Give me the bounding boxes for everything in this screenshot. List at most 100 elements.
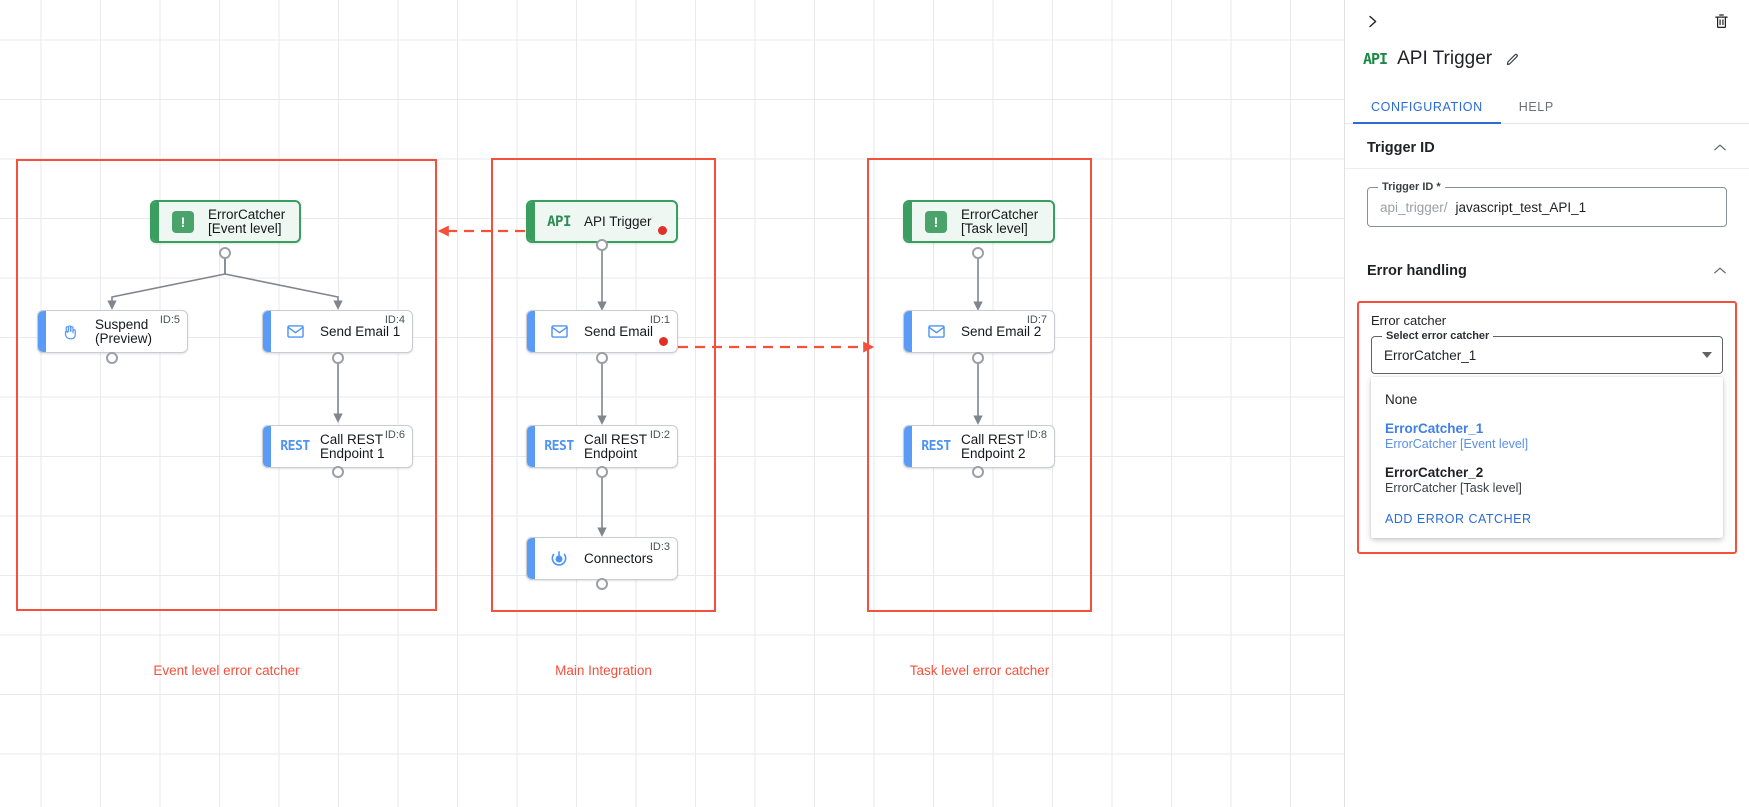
group-box-task-level	[867, 158, 1092, 612]
port-out[interactable]	[219, 247, 231, 259]
dropdown-option-none[interactable]: None	[1371, 385, 1723, 414]
port-out[interactable]	[596, 466, 608, 478]
trash-icon[interactable]	[1707, 7, 1735, 35]
node-accent	[904, 311, 912, 352]
error-catcher-dropdown: None ErrorCatcher_1 ErrorCatcher [Event …	[1371, 377, 1723, 538]
node-call-rest-endpoint-2[interactable]: REST Call REST Endpoint 2 ID:8	[903, 425, 1055, 468]
node-label: ErrorCatcher [Task level]	[961, 207, 1039, 236]
error-catcher-title: Error catcher	[1371, 313, 1447, 328]
node-accent	[152, 202, 159, 241]
dropdown-option-errorcatcher-2[interactable]: ErrorCatcher_2 ErrorCatcher [Task level]	[1371, 458, 1723, 502]
tab-help[interactable]: HELP	[1518, 100, 1554, 114]
status-dot	[659, 337, 668, 346]
add-error-catcher-button[interactable]: ADD ERROR CATCHER	[1385, 512, 1532, 526]
node-label: ErrorCatcher [Event level]	[208, 207, 286, 236]
status-dot	[658, 226, 667, 235]
port-out[interactable]	[332, 466, 344, 478]
chevron-up-icon[interactable]	[1713, 264, 1727, 278]
chevron-up-icon[interactable]	[1713, 141, 1727, 155]
option-sublabel: ErrorCatcher [Task level]	[1385, 481, 1522, 495]
node-errorcatcher-task[interactable]: ! ErrorCatcher [Task level]	[903, 200, 1055, 243]
node-send-email-1[interactable]: Send Email 1 ID:4	[262, 310, 413, 353]
node-accent	[527, 311, 535, 352]
error-catcher-icon: !	[919, 210, 953, 233]
node-accent	[263, 311, 271, 352]
tab-configuration[interactable]: CONFIGURATION	[1353, 90, 1501, 124]
node-id: ID:8	[1026, 429, 1047, 441]
node-label: Call REST Endpoint 2	[961, 432, 1026, 461]
node-label: Connectors	[584, 550, 654, 566]
node-id: ID:5	[159, 314, 180, 326]
error-catcher-box: Error catcher Select error catcher Error…	[1357, 301, 1737, 554]
envelope-icon	[278, 322, 312, 341]
hand-icon	[53, 323, 87, 341]
trigger-id-input[interactable]: Trigger ID * api_trigger/ javascript_tes…	[1367, 181, 1727, 227]
node-label: Send Email 1	[320, 323, 401, 339]
group-box-main-integration	[491, 158, 716, 612]
node-suspend[interactable]: Suspend (Preview) ID:5	[37, 310, 188, 353]
group-label-event-level: Event level error catcher	[153, 663, 300, 678]
section-header-error-handling[interactable]: Error handling	[1345, 247, 1749, 291]
node-call-rest-endpoint[interactable]: REST Call REST Endpoint ID:2	[526, 425, 678, 468]
section-header-trigger-id[interactable]: Trigger ID	[1345, 124, 1749, 169]
node-accent	[38, 311, 46, 352]
node-id: ID:1	[649, 314, 670, 326]
panel-title-row: API API Trigger	[1345, 42, 1749, 76]
port-out[interactable]	[972, 466, 984, 478]
node-send-email[interactable]: Send Email ID:1	[526, 310, 678, 353]
port-out[interactable]	[596, 578, 608, 590]
node-label: API Trigger	[584, 213, 652, 229]
port-out[interactable]	[106, 352, 118, 364]
node-api-trigger[interactable]: API API Trigger	[526, 200, 678, 243]
group-label-main-integration: Main Integration	[555, 663, 652, 678]
envelope-icon	[542, 322, 576, 341]
port-out[interactable]	[332, 352, 344, 364]
node-call-rest-endpoint-1[interactable]: REST Call REST Endpoint 1 ID:6	[262, 425, 413, 468]
option-label: ErrorCatcher_1	[1385, 421, 1484, 436]
node-label: Suspend (Preview)	[95, 317, 153, 346]
group-box-event-level	[16, 159, 437, 611]
rest-icon: REST	[921, 439, 951, 454]
error-handling-section: Error handling Error catcher Select erro…	[1345, 247, 1749, 554]
node-label: Call REST Endpoint 1	[320, 432, 385, 461]
rest-icon: REST	[280, 439, 310, 454]
section-title: Error handling	[1367, 263, 1467, 279]
panel-topbar	[1345, 0, 1749, 42]
node-errorcatcher-event[interactable]: ! ErrorCatcher [Event level]	[150, 200, 301, 243]
node-send-email-2[interactable]: Send Email 2 ID:7	[903, 310, 1055, 353]
node-accent	[904, 426, 912, 467]
port-out[interactable]	[596, 239, 608, 251]
port-out[interactable]	[972, 352, 984, 364]
select-error-catcher-label: Select error catcher	[1382, 330, 1494, 342]
api-icon: API	[1363, 50, 1388, 68]
node-connectors[interactable]: Connectors ID:3	[526, 537, 678, 580]
trigger-id-field-wrap: Trigger ID * api_trigger/ javascript_tes…	[1345, 169, 1749, 231]
trigger-id-value: javascript_test_API_1	[1455, 199, 1587, 215]
node-id: ID:4	[384, 314, 405, 326]
option-label: ErrorCatcher_2	[1385, 465, 1484, 480]
node-accent	[527, 538, 535, 579]
node-id: ID:2	[649, 429, 670, 441]
node-accent	[905, 202, 912, 241]
node-accent	[527, 426, 535, 467]
pencil-icon[interactable]	[1502, 49, 1522, 69]
chevron-down-icon[interactable]	[1702, 352, 1712, 358]
error-catcher-icon: !	[166, 210, 200, 233]
details-panel: API API Trigger CONFIGURATION HELP Trigg…	[1344, 0, 1749, 807]
node-id: ID:6	[384, 429, 405, 441]
chevron-right-icon[interactable]	[1357, 6, 1387, 36]
node-label: Send Email	[584, 323, 654, 339]
page-title: API Trigger	[1397, 48, 1493, 69]
group-label-task-level: Task level error catcher	[909, 663, 1050, 678]
node-id: ID:7	[1026, 314, 1047, 326]
option-label: None	[1385, 392, 1418, 407]
dropdown-option-errorcatcher-1[interactable]: ErrorCatcher_1 ErrorCatcher [Event level…	[1371, 414, 1723, 458]
port-out[interactable]	[972, 247, 984, 259]
node-label: Send Email 2	[961, 323, 1042, 339]
workflow-canvas[interactable]: Event level error catcher Main Integrati…	[0, 0, 1344, 807]
api-icon: API	[547, 213, 571, 230]
node-id: ID:3	[649, 541, 670, 553]
port-out[interactable]	[596, 352, 608, 364]
select-error-catcher[interactable]: Select error catcher ErrorCatcher_1	[1371, 330, 1723, 374]
